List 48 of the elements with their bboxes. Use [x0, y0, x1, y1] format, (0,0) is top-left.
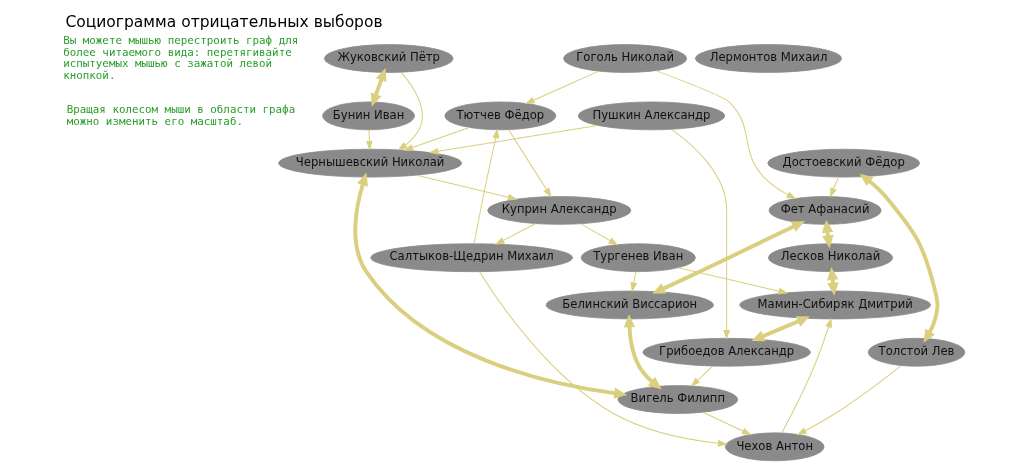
arrow	[702, 411, 752, 436]
arrow	[859, 173, 939, 343]
node-ellipse: Мамин-Сибиряк Дмитрий	[738, 290, 931, 320]
arrow	[352, 172, 627, 399]
arrow	[428, 124, 598, 155]
node-ellipse: Пушкин Александр	[577, 101, 725, 131]
arrow	[690, 365, 713, 387]
arrow	[365, 129, 373, 151]
node-ellipse: Лесков Николай	[767, 243, 893, 273]
node-ellipse: Жуковский Пётр	[323, 44, 453, 73]
node-ellipse: Достоевский Фёдор	[766, 148, 920, 178]
arrow	[524, 70, 599, 105]
arrow	[402, 126, 470, 151]
node-ellipse: Лермонтов Михаил	[694, 44, 842, 73]
arrow	[677, 267, 788, 295]
arrow	[829, 176, 839, 198]
node-ellipse: Грибоедов Александр	[642, 337, 811, 367]
arrow	[494, 223, 536, 245]
arrow	[507, 129, 552, 198]
arrow	[750, 316, 810, 342]
arrow	[370, 67, 386, 107]
node-ellipse: Салтыков-Щедрин Михаил	[369, 243, 573, 273]
node-ellipse: Гоголь Николай	[562, 44, 687, 73]
arrow	[796, 365, 902, 436]
arrow	[670, 128, 730, 340]
arrow	[629, 271, 637, 293]
node-ellipse: Фет Афанасий	[768, 196, 881, 225]
node-ellipse: Бунин Иван	[321, 101, 415, 131]
arrow	[780, 317, 832, 434]
label: Вращая колесом мыши в области графа можно изменить его масштаб.	[66, 102, 295, 128]
arrow	[623, 314, 662, 390]
node-ellipse: Куприн Александр	[486, 196, 631, 225]
node-ellipse: Толстой Лев	[867, 337, 965, 367]
node-ellipse: Вигель Филипп	[617, 385, 738, 414]
diagram-title: Социограмма отрицательных выборов	[64, 12, 383, 31]
node-ellipse: Чехов Антон	[724, 432, 824, 462]
arrow	[415, 174, 518, 201]
arrow	[654, 70, 796, 200]
arrow	[580, 223, 618, 246]
label: Вы можете мышью перестроить граф для более читаемого вида: перетягивайте испытуемых мышью с зажатой левой кнопкой.	[62, 33, 298, 82]
arrow	[397, 71, 423, 151]
arrow	[473, 128, 499, 245]
node-ellipse: Тургенев Иван	[580, 243, 696, 273]
arrow	[651, 221, 805, 294]
arrow	[826, 266, 839, 296]
node-ellipse: Белинский Виссарион	[545, 290, 714, 320]
arrow	[478, 271, 728, 447]
node-ellipse: Тютчев Фёдор	[443, 101, 556, 131]
